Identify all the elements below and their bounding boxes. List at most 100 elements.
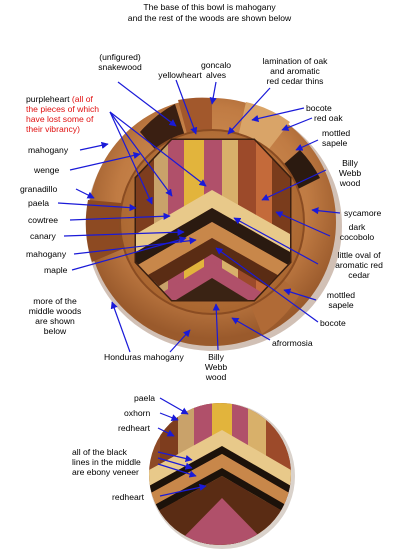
- label-red-oak: red oak: [314, 113, 343, 123]
- bowl-top-view: [85, 97, 342, 351]
- arrow-detail-redheart-2: [159, 483, 207, 497]
- label-yellowheart: yellowheart: [158, 70, 202, 80]
- center-inlay: [136, 140, 290, 300]
- label-cowtree: cowtree: [28, 215, 59, 225]
- label-canary: canary: [30, 231, 56, 241]
- label-purpleheart-note-2: the pieces of which: [26, 104, 100, 114]
- label-granadillo: granadillo: [20, 184, 58, 194]
- label-snakewood-line-1: (unfigured): [99, 52, 141, 62]
- arrow-mahogany-1: [79, 141, 109, 151]
- arrow-afrormosia: [231, 317, 271, 341]
- arrow-detail-paela: [159, 397, 189, 415]
- label-lamination: lamination of oak and aromatic red cedar…: [250, 56, 340, 86]
- chevron-2: [136, 208, 290, 266]
- arrow-honduras-2: [169, 329, 191, 353]
- callout-arrows: [57, 79, 341, 497]
- label-mottled-sapele-2-line-2: sapele: [328, 300, 354, 310]
- arrow-billy-webb-2: [212, 303, 220, 351]
- label-little-oval-line-1: little oval of: [337, 250, 381, 260]
- label-mottled-sapele-1-line-2: sapele: [322, 138, 348, 148]
- label-wenge: wenge: [34, 165, 60, 175]
- detail-chevron-6: [176, 498, 268, 545]
- arrow-bocote-1: [251, 107, 305, 123]
- label-billy-webb-2-line-2: Webb: [204, 362, 228, 372]
- label-detail-oxhorn: oxhorn: [124, 408, 151, 418]
- label-lamination-line-2: and aromatic: [270, 66, 320, 76]
- arrow-mahogany-2: [73, 237, 197, 255]
- arrow-billy-webb-1: [261, 169, 327, 201]
- detail-chevron-4: [149, 468, 291, 516]
- label-bocote-2: bocote: [320, 318, 346, 328]
- label-sycamore: sycamore: [344, 208, 382, 218]
- label-detail-ebony-line-1: all of the black: [72, 447, 127, 457]
- arrow-mottled-sapele-2: [283, 288, 317, 301]
- label-paela: paela: [28, 198, 50, 208]
- label-detail-ebony-line-2: lines in the middle: [72, 457, 141, 467]
- chevron-4: [136, 238, 290, 300]
- arrow-snakewood: [117, 81, 177, 127]
- arrow-maple: [71, 236, 187, 271]
- label-little-oval-line-3: cedar: [348, 270, 370, 280]
- label-billy-webb-1-line-3: wood: [339, 178, 361, 188]
- label-dark-cocobolo: dark cocobolo: [334, 222, 380, 242]
- label-snakewood-line-2: snakewood: [98, 62, 142, 72]
- label-more-woods: more of the middle woods are shown below: [22, 296, 88, 336]
- arrow-dark-cocobolo: [275, 211, 331, 237]
- label-more-line-4: below: [43, 326, 67, 336]
- label-dark-cocobolo-line-2: cocobolo: [339, 232, 375, 242]
- label-detail-ebony: all of the black lines in the middle are…: [72, 447, 141, 477]
- arrow-sycamore: [311, 207, 341, 215]
- arrow-little-oval: [233, 217, 319, 265]
- label-billy-webb-1-line-2: Webb: [338, 168, 362, 178]
- label-billy-webb-1: Billy Webb wood: [330, 158, 370, 188]
- arrow-canary: [63, 228, 185, 237]
- arrow-purpleheart-3: [109, 111, 207, 187]
- label-mottled-sapele-1: mottled sapele: [322, 128, 350, 148]
- label-detail-paela: paela: [134, 393, 156, 403]
- arrow-lamination: [227, 87, 271, 135]
- label-little-oval-line-2: aromatic red: [335, 260, 383, 270]
- label-lamination-line-1: lamination of oak: [262, 56, 328, 66]
- label-mahogany-1: mahogany: [28, 145, 69, 155]
- label-lamination-line-3: red cedar thins: [266, 76, 324, 86]
- label-honduras-mahogany: Honduras mahogany: [104, 352, 184, 362]
- label-mahogany-2: mahogany: [26, 249, 67, 259]
- detail-disc: [149, 403, 295, 549]
- arrow-detail-oxhorn: [159, 412, 179, 422]
- label-detail-ebony-line-3: are ebony veneer: [72, 467, 139, 477]
- label-goncalo-line-2: alves: [205, 70, 227, 80]
- arrow-paela: [57, 202, 137, 212]
- arrow-purpleheart-2: [109, 111, 173, 197]
- header: The base of this bowl is mahogany and th…: [0, 2, 419, 24]
- label-purpleheart-note-1: (all of: [71, 94, 93, 104]
- detail-chevron-1: [149, 430, 291, 486]
- label-goncalo-line-1: goncalo: [200, 60, 232, 70]
- header-line-2: and the rest of the woods are shown belo…: [127, 13, 292, 23]
- arrow-cowtree: [69, 212, 171, 221]
- label-goncalo-alves: goncalo alves: [196, 60, 236, 80]
- chevron-1: [136, 190, 290, 252]
- label-billy-webb-2: Billy Webb wood: [196, 352, 236, 382]
- label-more-line-2: middle woods: [28, 306, 82, 316]
- label-dark-cocobolo-line-1: dark: [348, 222, 366, 232]
- arrow-purpleheart-1: [109, 111, 153, 205]
- label-mottled-sapele-1-line-1: mottled: [322, 128, 351, 138]
- label-mottled-sapele-2-line-1: mottled: [326, 290, 356, 300]
- chevron-6: [176, 278, 248, 300]
- arrow-wenge: [69, 151, 141, 171]
- label-purpleheart-note-3: have lost some of: [26, 114, 94, 124]
- arrow-detail-black-3: [157, 463, 197, 478]
- label-purpleheart-note-4: their vibrancy): [26, 124, 80, 134]
- arrow-bocote-2: [215, 247, 319, 323]
- arrow-yellowheart: [175, 79, 198, 135]
- label-more-line-1: more of the: [33, 296, 77, 306]
- arrow-red-oak: [281, 117, 313, 131]
- label-billy-webb-2-line-3: wood: [205, 372, 227, 382]
- label-billy-webb-2-line-1: Billy: [208, 352, 224, 362]
- label-little-oval: little oval of aromatic red cedar: [320, 250, 398, 280]
- label-purpleheart: purpleheart (all of the pieces of which …: [26, 94, 99, 134]
- chevron-3: [136, 222, 290, 282]
- arrow-detail-redheart-1: [157, 427, 175, 437]
- label-more-line-3: are shown: [35, 316, 75, 326]
